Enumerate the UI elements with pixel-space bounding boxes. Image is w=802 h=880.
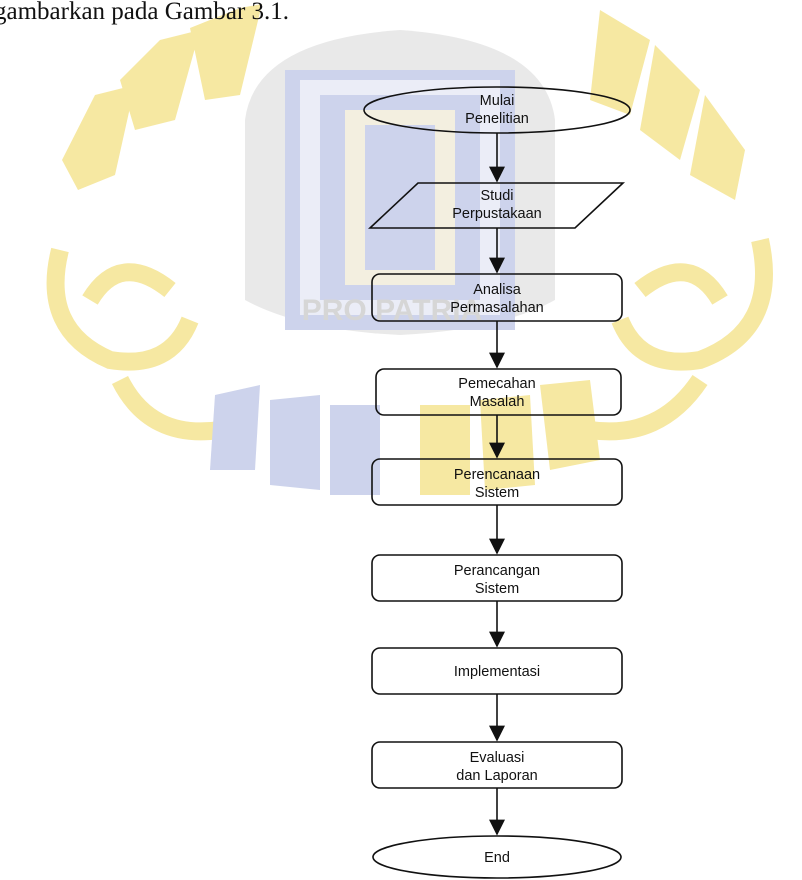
start-label-line1: Mulai: [480, 93, 515, 109]
studi-input-box: [367, 182, 626, 229]
perancangan-process-box: [371, 554, 623, 602]
evaluasi-process-box: [371, 741, 623, 789]
perencanaan-label-line2: Sistem: [475, 485, 519, 501]
intro-text: gambarkan pada Gambar 3.1.: [0, 0, 290, 25]
analisa-label-line1: Analisa: [473, 282, 521, 298]
evaluasi-label-line1: Evaluasi: [470, 750, 525, 766]
perencanaan-process-box: [371, 458, 623, 506]
end-terminator: [372, 835, 622, 879]
end-label: End: [484, 850, 510, 866]
analisa-process-box: [371, 273, 623, 322]
pemecahan-label-line1: Pemecahan: [458, 376, 535, 392]
implementasi-label: Implementasi: [454, 664, 540, 680]
watermark-ring-text-left: [62, 4, 262, 190]
watermark-ring-text-right: [590, 10, 745, 200]
pemecahan-process-box: [375, 368, 622, 416]
perancangan-label-line2: Sistem: [475, 581, 519, 597]
start-terminator: [363, 86, 631, 134]
start-label-line2: Penelitian: [465, 111, 529, 127]
evaluasi-label-line2: dan Laporan: [456, 768, 537, 784]
implementasi-process-box: [371, 647, 623, 695]
perancangan-label-line1: Perancangan: [454, 563, 540, 579]
studi-label-line1: Studi: [480, 188, 513, 204]
pemecahan-label-line2: Masalah: [470, 394, 525, 410]
watermark-swirl-right: [588, 238, 773, 441]
perencanaan-label-line1: Perencanaan: [454, 467, 540, 483]
watermark-swirl-left: [46, 247, 222, 441]
studi-label-line2: Perpustakaan: [452, 206, 541, 222]
watermark-ring-text-bottom: [210, 380, 600, 495]
analisa-label-line2: Permasalahan: [450, 300, 544, 316]
